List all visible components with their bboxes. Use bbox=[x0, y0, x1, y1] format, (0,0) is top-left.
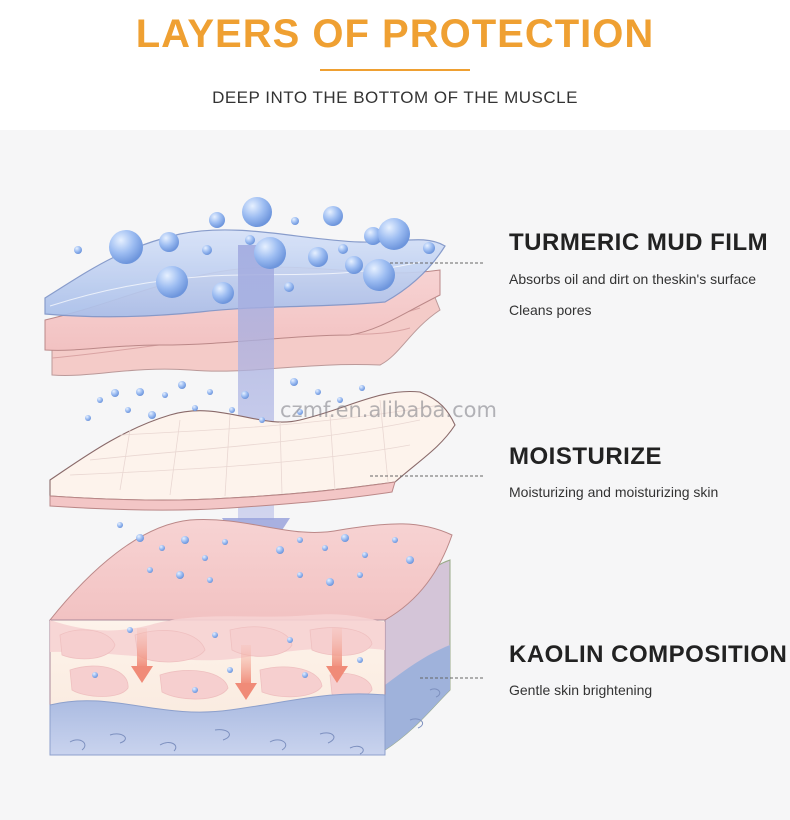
turmeric-desc-line-2: Cleans pores bbox=[509, 302, 592, 318]
moisturize-desc-line-1: Moisturizing and moisturizing skin bbox=[509, 484, 719, 500]
leader-lines bbox=[370, 262, 484, 679]
label-moisturize: MOISTURIZE bbox=[509, 443, 662, 470]
bubbles bbox=[74, 197, 435, 304]
brightening-arrows bbox=[131, 628, 348, 700]
page-subtitle: DEEP INTO THE BOTTOM OF THE MUSCLE bbox=[212, 88, 578, 107]
moisturize-layer bbox=[49, 390, 456, 511]
label-turmeric-mud-film: TURMERIC MUD FILM bbox=[509, 229, 769, 256]
turmeric-desc-line-1: Absorbs oil and dirt on theskin's surfac… bbox=[509, 271, 757, 287]
label-kaolin-composition: KAOLIN COMPOSITION bbox=[509, 641, 788, 668]
kaolin-desc-line-1: Gentle skin brightening bbox=[509, 682, 653, 698]
page-title: LAYERS OF PROTECTION bbox=[135, 12, 655, 56]
title-underline bbox=[320, 69, 470, 71]
droplets bbox=[85, 378, 414, 693]
watermark-text: czmf.en.alibaba.com bbox=[280, 398, 497, 422]
kaolin-skin-block bbox=[48, 519, 453, 756]
skin-layers-illustration bbox=[44, 197, 484, 756]
header: LAYERS OF PROTECTION DEEP INTO THE BOTTO… bbox=[0, 0, 790, 130]
